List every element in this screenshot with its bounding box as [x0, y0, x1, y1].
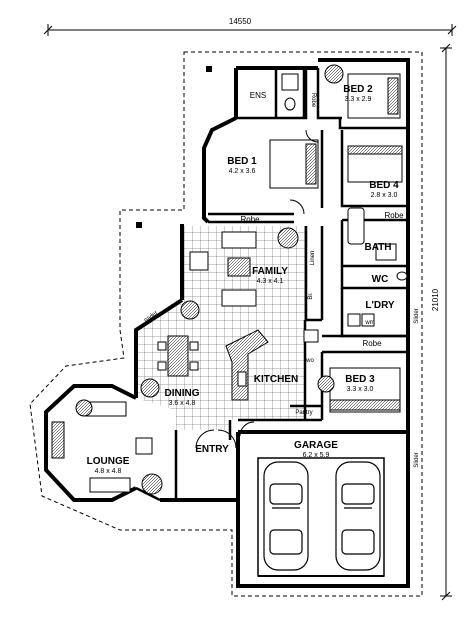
bed-icon: [347, 145, 403, 183]
slider-laundry: Slider: [414, 308, 420, 323]
dimension-depth: 21010: [431, 43, 452, 601]
marker: [206, 66, 212, 72]
bed-icon: [269, 139, 319, 189]
room-bed3-size: 3.3 x 3.0: [347, 386, 374, 393]
interior-walls: [135, 68, 408, 502]
room-entry: ENTRY: [195, 444, 229, 455]
bed-icon: [347, 73, 401, 119]
room-family-size: 4.3 x 4.1: [257, 278, 284, 285]
car-left: [263, 461, 309, 571]
bed-icon: [329, 367, 401, 413]
car-right: [335, 461, 381, 571]
room-pantry: Pantry: [295, 410, 312, 416]
room-bed4: BED 4: [369, 180, 399, 191]
room-lounge-size: 4.8 x 4.8: [95, 468, 122, 475]
room-robe-bed2: Robe: [310, 93, 316, 108]
kitchen-bench: [225, 329, 269, 401]
room-bed2: BED 2: [343, 84, 373, 95]
room-garage-size: 6.2 x 5.9: [303, 452, 330, 459]
sofa-icon: [189, 231, 257, 307]
room-wo: wo: [305, 358, 314, 364]
room-robe-bed4: Robe: [384, 211, 404, 220]
room-garage: GARAGE: [294, 440, 338, 451]
room-family: FAMILY: [252, 266, 288, 277]
bath-fixtures: [281, 73, 408, 343]
marker: [136, 222, 142, 228]
slider-garage: Slider: [414, 452, 420, 467]
room-bed4-size: 2.8 x 3.0: [371, 192, 398, 199]
room-ldry: L'DRY: [365, 300, 395, 311]
overall-depth-label: 21010: [431, 288, 440, 311]
room-linen: Linen: [310, 251, 316, 266]
room-bath: BATH: [364, 242, 391, 253]
room-bed3: BED 3: [345, 374, 375, 385]
room-robe-bed1: Robe: [240, 215, 260, 224]
lounge-furniture: [51, 401, 153, 493]
room-dining: DINING: [165, 388, 200, 399]
eave-outline: [29, 51, 423, 597]
room-ens: ENS: [250, 91, 266, 100]
dining-table-icon: [157, 335, 199, 377]
room-lounge: LOUNGE: [87, 456, 130, 467]
room-dining-size: 3.6 x 4.8: [169, 400, 196, 407]
overall-width-label: 14550: [229, 17, 252, 26]
tiled-floor: [136, 226, 305, 430]
dimension-width: 14550: [43, 17, 457, 36]
room-br: Br.: [308, 292, 314, 300]
room-bed1: BED 1: [227, 156, 257, 167]
room-bed1-size: 4.2 x 3.6: [229, 168, 256, 175]
room-wc: WC: [372, 274, 389, 285]
room-kitchen: KITCHEN: [254, 374, 298, 385]
room-wm: wm: [364, 320, 374, 326]
room-bed2-size: 3.3 x 2.9: [345, 96, 372, 103]
room-robe-bed3: Robe: [362, 339, 382, 348]
door-swing: [195, 129, 319, 449]
plant-icon: [75, 64, 344, 495]
